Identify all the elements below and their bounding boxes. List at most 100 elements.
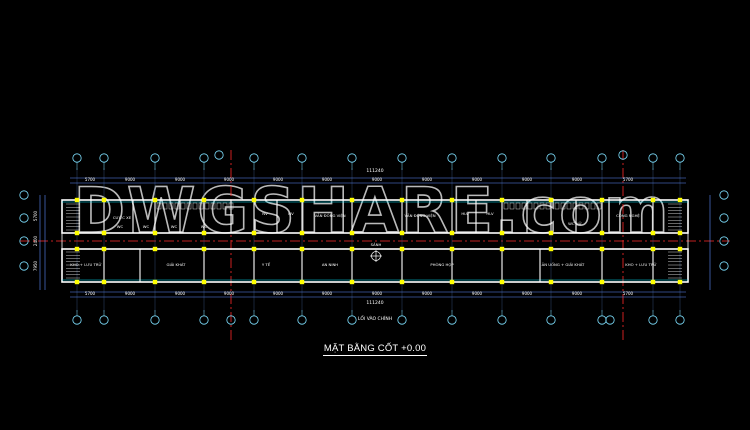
building-walls xyxy=(61,199,689,283)
wc-fixture xyxy=(186,202,192,210)
grid-bubble-axis xyxy=(226,315,236,325)
room-label: ĂN UỐNG + GIẢI KHÁT xyxy=(542,262,585,267)
column xyxy=(650,230,656,236)
column xyxy=(201,230,207,236)
dimension-text-top: 5700 xyxy=(85,177,96,182)
column xyxy=(349,279,355,285)
grid-bubble-bottom xyxy=(497,315,507,325)
column xyxy=(201,279,207,285)
room-label: HLV xyxy=(486,211,494,216)
grid-bubble-bottom xyxy=(597,315,607,325)
grid-bubble-top xyxy=(72,153,82,163)
wc-fixture xyxy=(521,202,527,210)
total-dimension-top: 111240 xyxy=(366,168,383,174)
wc-fixture xyxy=(560,202,566,210)
wc-fixture xyxy=(162,202,168,210)
column xyxy=(152,246,158,252)
column xyxy=(152,230,158,236)
column xyxy=(499,197,505,203)
grid-bubble-top xyxy=(675,153,685,163)
grid-bubble-bottom xyxy=(397,315,407,325)
dimension-text-bottom: 9000 xyxy=(175,291,186,296)
grid-bubble-top xyxy=(597,153,607,163)
column xyxy=(399,246,405,252)
wc-fixture xyxy=(578,202,584,210)
dimension-text-bottom: 9000 xyxy=(273,291,284,296)
room-label: SẢNH xyxy=(371,242,382,247)
column xyxy=(548,230,554,236)
grid-bubble-axis xyxy=(214,150,224,160)
wc-fixture xyxy=(545,202,551,210)
dimension-text-top: 5700 xyxy=(623,177,634,182)
dimension-text-left: 2400 xyxy=(33,235,38,246)
column xyxy=(74,279,80,285)
wc-fixture xyxy=(533,202,539,210)
grid-bubble-top xyxy=(546,153,556,163)
grid-bubble-side xyxy=(719,261,729,271)
dimension-lines: 5700 9000 9000 9000 9000 9000 9000 9000 9000 9000… xyxy=(33,177,711,298)
column xyxy=(152,197,158,203)
grid-bubble-bottom xyxy=(150,315,160,325)
room-label: KHO + LƯU TRỮ xyxy=(625,262,657,267)
column xyxy=(101,197,107,203)
wc-fixture xyxy=(596,202,602,210)
column xyxy=(101,246,107,252)
wc-fixture xyxy=(156,202,162,210)
room-label: CÔNG NGHỆ xyxy=(616,213,640,218)
wc-fixture xyxy=(584,202,590,210)
grid-bubble-top xyxy=(249,153,259,163)
column xyxy=(349,246,355,252)
wc-fixture xyxy=(222,202,228,210)
wc-fixture xyxy=(168,202,174,210)
drawing-caption: MẶT BẰNG CỐT +0.00 xyxy=(0,343,750,356)
room-label: AN NINH xyxy=(322,262,338,267)
watermark-text: DWGSHARE.com xyxy=(74,174,671,247)
wc-fixture xyxy=(192,202,198,210)
column xyxy=(677,246,683,252)
dimension-text-top: 9000 xyxy=(372,177,383,182)
column xyxy=(548,246,554,252)
column xyxy=(548,197,554,203)
dimension-text-top: 9000 xyxy=(422,177,433,182)
column xyxy=(599,246,605,252)
column xyxy=(677,197,683,203)
axis-lines xyxy=(20,150,730,340)
wc-fixture xyxy=(204,202,210,210)
dimension-text-bottom: 9000 xyxy=(572,291,583,296)
dimension-text-bottom: 9000 xyxy=(522,291,533,296)
column xyxy=(650,246,656,252)
room-label: WC NỮ xyxy=(568,221,582,226)
column xyxy=(251,230,257,236)
wc-fixture xyxy=(566,202,572,210)
column xyxy=(299,246,305,252)
dimension-text-bottom: 9000 xyxy=(422,291,433,296)
column xyxy=(449,230,455,236)
column xyxy=(599,197,605,203)
grid-bubble-top xyxy=(347,153,357,163)
grid-bubble-bottom xyxy=(546,315,556,325)
wc-fixture xyxy=(554,202,560,210)
grid-bubble-bottom xyxy=(199,315,209,325)
grid-bubble-axis xyxy=(618,150,628,160)
dimension-text-top: 9000 xyxy=(472,177,483,182)
wc-fixture xyxy=(509,202,515,210)
room-label: NV xyxy=(288,211,294,216)
drawing-caption-text: MẶT BẰNG CỐT +0.00 xyxy=(322,343,428,356)
column xyxy=(399,197,405,203)
dimension-text-bottom: 9000 xyxy=(372,291,383,296)
room-label: WC xyxy=(201,224,208,229)
wc-fixture xyxy=(198,202,204,210)
grid-bubble-bottom xyxy=(675,315,685,325)
wc-fixture xyxy=(590,202,596,210)
dimension-text-bottom: 9000 xyxy=(125,291,136,296)
column xyxy=(251,197,257,203)
grid-bubble-side xyxy=(19,190,29,200)
room-label: KHO + LƯU TRỮ xyxy=(70,262,102,267)
column xyxy=(201,246,207,252)
room-label: PHÒNG HỌP xyxy=(430,262,454,267)
wc-fixture xyxy=(503,202,509,210)
column xyxy=(650,197,656,203)
dimension-text-top: 9000 xyxy=(273,177,284,182)
